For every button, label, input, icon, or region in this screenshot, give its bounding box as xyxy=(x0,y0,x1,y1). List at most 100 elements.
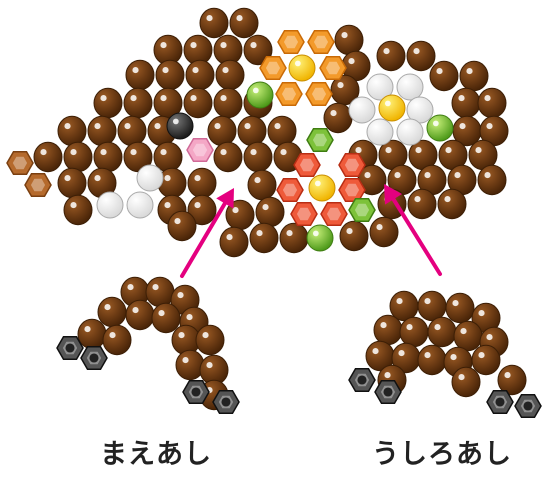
brown-bead-icon xyxy=(77,318,107,350)
back-arrow-icon xyxy=(384,184,442,276)
eye-bead-icon xyxy=(166,112,194,140)
brown-bead-icon xyxy=(87,115,117,147)
snout-bead-icon xyxy=(6,150,34,176)
nose-bead-icon xyxy=(186,137,214,163)
brown-bead-icon xyxy=(357,164,387,196)
brown-bead-icon xyxy=(323,102,353,134)
hoof-bead-icon xyxy=(80,345,108,371)
brown-bead-icon xyxy=(451,87,481,119)
brown-bead-icon xyxy=(365,340,395,372)
brown-bead-icon xyxy=(387,164,417,196)
brown-bead-icon xyxy=(407,188,437,220)
flower-bead-icon xyxy=(305,81,333,107)
hoof-bead-icon xyxy=(348,367,376,393)
leaf-bead-icon xyxy=(426,114,454,142)
white-bead-icon xyxy=(136,164,164,192)
brown-bead-icon xyxy=(267,115,297,147)
brown-bead-icon xyxy=(187,167,217,199)
white-bead-icon xyxy=(366,73,394,101)
flower-bead-icon xyxy=(307,29,335,55)
leaf-bead-icon xyxy=(348,197,376,223)
brown-bead-icon xyxy=(391,342,421,374)
front-arrow-icon xyxy=(180,188,234,278)
arrow-layer xyxy=(180,184,442,278)
brown-bead-icon xyxy=(378,139,408,171)
brown-bead-icon xyxy=(195,324,225,356)
brown-bead-icon xyxy=(183,87,213,119)
brown-bead-icon xyxy=(187,194,217,226)
brown-bead-icon xyxy=(125,59,155,91)
hoof-bead-icon xyxy=(486,389,514,415)
brown-bead-icon xyxy=(153,141,183,173)
brown-bead-icon xyxy=(213,87,243,119)
brown-bead-icon xyxy=(155,59,185,91)
brown-bead-icon xyxy=(93,141,123,173)
brown-bead-icon xyxy=(63,194,93,226)
flower-bead-icon xyxy=(320,201,348,227)
flower-center-bead-icon xyxy=(378,94,406,122)
brown-bead-icon xyxy=(471,302,501,334)
brown-bead-icon xyxy=(453,320,483,352)
brown-bead-icon xyxy=(167,210,197,242)
white-bead-icon xyxy=(96,191,124,219)
hoof-bead-icon xyxy=(374,379,402,405)
leaf-bead-icon xyxy=(306,127,334,153)
brown-bead-icon xyxy=(243,141,273,173)
brown-bead-icon xyxy=(417,344,447,376)
brown-bead-icon xyxy=(243,34,273,66)
white-bead-icon xyxy=(366,118,394,146)
brown-bead-icon xyxy=(334,24,364,56)
flower-bead-icon xyxy=(293,152,321,178)
flower-bead-icon xyxy=(259,55,287,81)
leaf-bead-icon xyxy=(246,81,274,109)
flower-bead-icon xyxy=(290,201,318,227)
brown-bead-icon xyxy=(117,115,147,147)
front-legs-label: まえあし xyxy=(100,439,212,470)
brown-bead-icon xyxy=(373,314,403,346)
flower-bead-icon xyxy=(338,152,366,178)
bead-layer xyxy=(6,7,542,419)
brown-bead-icon xyxy=(213,141,243,173)
brown-bead-icon xyxy=(408,139,438,171)
snout-bead-icon xyxy=(24,172,52,198)
brown-bead-icon xyxy=(123,87,153,119)
hoof-bead-icon xyxy=(56,335,84,361)
white-bead-icon xyxy=(348,96,376,124)
brown-bead-icon xyxy=(237,115,267,147)
back-legs-label: うしろあし xyxy=(372,439,512,470)
brown-bead-icon xyxy=(376,40,406,72)
hoof-bead-icon xyxy=(182,379,210,405)
flower-bead-icon xyxy=(277,29,305,55)
brown-bead-icon xyxy=(447,164,477,196)
brown-bead-icon xyxy=(33,141,63,173)
brown-bead-icon xyxy=(477,164,507,196)
brown-bead-icon xyxy=(175,349,205,381)
brown-bead-icon xyxy=(406,40,436,72)
brown-bead-icon xyxy=(437,188,467,220)
hoof-bead-icon xyxy=(514,393,542,419)
brown-bead-icon xyxy=(199,7,229,39)
brown-bead-icon xyxy=(247,169,277,201)
brown-bead-icon xyxy=(63,141,93,173)
white-bead-icon xyxy=(396,118,424,146)
brown-bead-icon xyxy=(219,226,249,258)
brown-bead-icon xyxy=(417,290,447,322)
brown-bead-icon xyxy=(249,222,279,254)
brown-bead-icon xyxy=(497,364,527,396)
brown-bead-icon xyxy=(452,115,482,147)
white-bead-icon xyxy=(396,73,424,101)
brown-bead-icon xyxy=(438,139,468,171)
brown-bead-icon xyxy=(183,34,213,66)
brown-bead-icon xyxy=(93,87,123,119)
brown-bead-icon xyxy=(215,59,245,91)
brown-bead-icon xyxy=(125,299,155,331)
flower-bead-icon xyxy=(275,81,303,107)
hoof-bead-icon xyxy=(212,389,240,415)
brown-bead-icon xyxy=(207,115,237,147)
brown-bead-icon xyxy=(185,59,215,91)
brown-bead-icon xyxy=(57,167,87,199)
brown-bead-icon xyxy=(477,87,507,119)
brown-bead-icon xyxy=(123,141,153,173)
flower-bead-icon xyxy=(276,177,304,203)
